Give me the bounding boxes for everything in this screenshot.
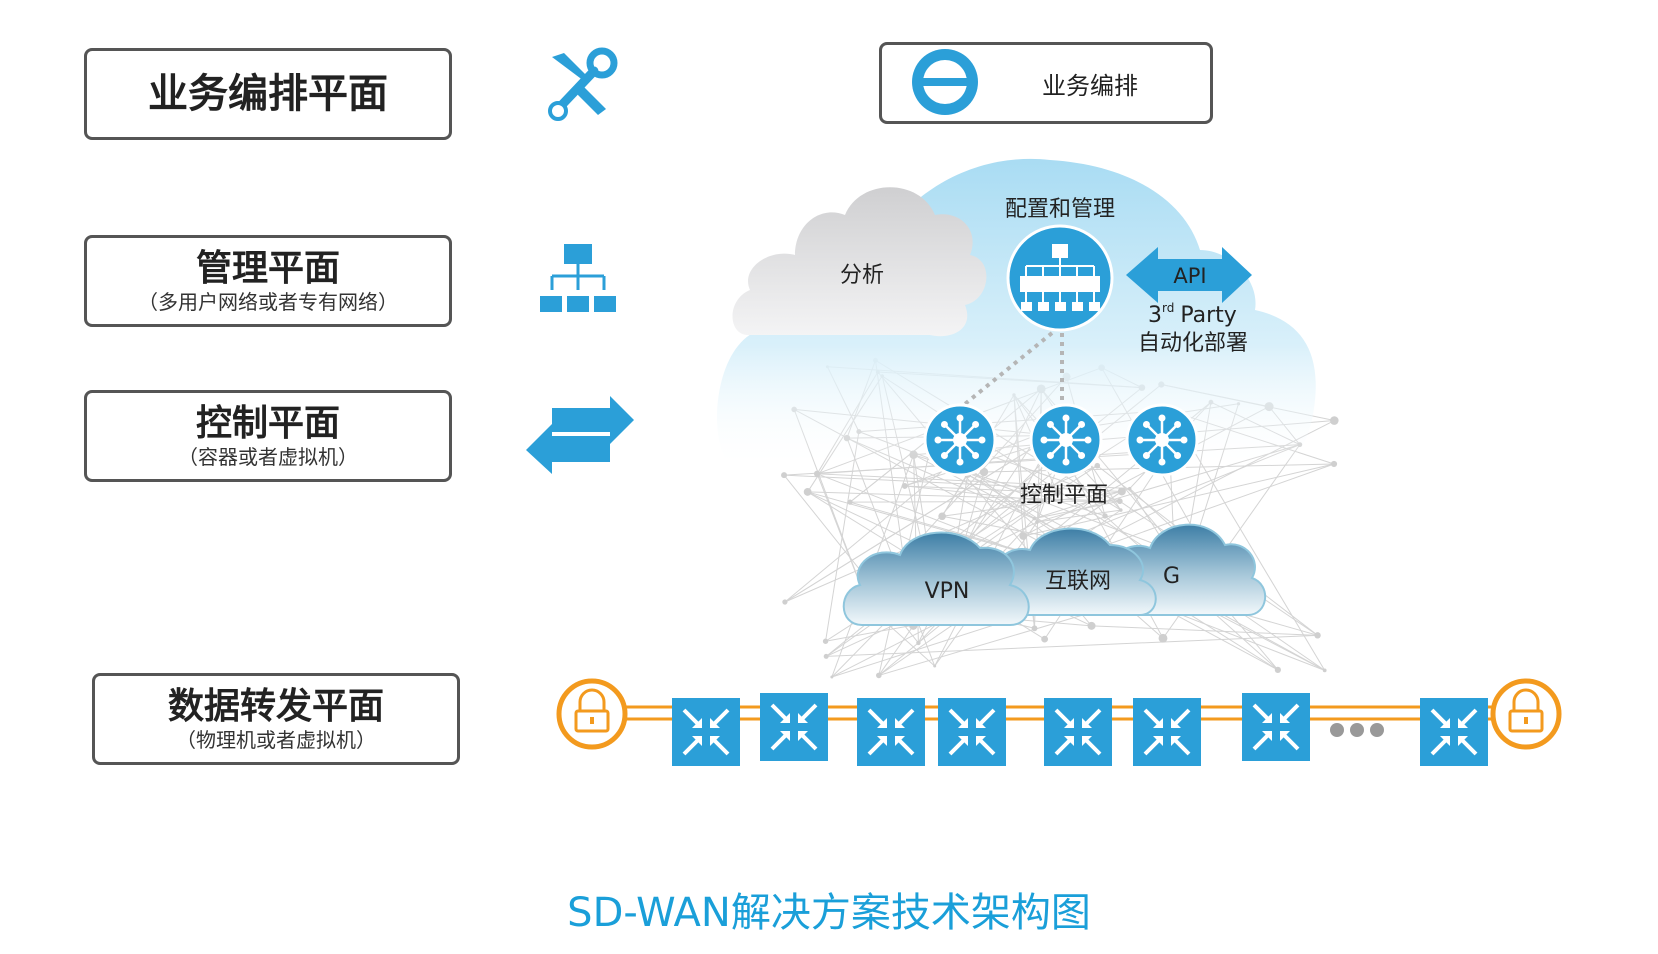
mesh-dot [916,640,921,646]
config-label: 配置和管理 [1005,197,1115,222]
management-node-icon [1006,224,1114,332]
mesh-dot [1019,532,1027,540]
mesh-dot [1330,416,1339,425]
switch-node-icon [857,698,925,766]
switch-node-icon [938,698,1006,766]
more-dots-icon [1330,723,1384,737]
mesh-dot [1031,625,1038,632]
mesh-dot [1102,513,1108,519]
plane-subtitle-management: （多用户网络或者专有网络） [138,289,398,314]
mesh-dot [1330,460,1338,468]
switch-node-icon [1044,698,1112,766]
automation-label: 自动化部署 [1138,331,1248,356]
mesh-dot [1116,498,1123,505]
plane-box-data: 数据转发平面 （物理机或者虚拟机） [92,673,460,765]
back-cloud-label: G [1163,564,1180,589]
analysis-cloud-shape [732,187,987,337]
mesh-dot [1087,621,1096,630]
mesh-line [784,474,1122,492]
mesh-dot [1041,635,1049,643]
internet-label: 互联网 [1045,569,1111,594]
mesh-dot [1039,498,1044,503]
mesh-dot [933,664,937,668]
mesh-dot [876,672,882,679]
mesh-dot [781,472,788,479]
lock-icon-right [1490,678,1562,750]
control-label: 控制平面 [1020,483,1108,508]
api-label: API [1173,264,1206,288]
mesh-dot [1322,668,1327,673]
mesh-dot [938,512,946,521]
mesh-line [1023,463,1335,537]
mesh-dot [830,675,834,679]
mesh-line [904,485,1058,494]
plane-title-data: 数据转发平面 [167,686,384,728]
switch-node-icon [672,698,740,766]
exchange-arrows-icon [526,396,634,474]
switch-node-icon [1420,698,1488,766]
third-party-word: Party [1180,303,1236,328]
vpn-cloud-shape [842,531,1030,626]
mesh-dot [1128,486,1132,491]
plane-subtitle-data: （物理机或者虚拟机） [176,727,376,752]
plane-title-management: 管理平面 [195,248,340,290]
orchestration-icon [912,49,978,115]
mesh-dot [822,638,829,644]
control-node-icon [1125,403,1199,477]
mesh-dot [1053,489,1061,497]
control-node-icon [1029,403,1103,477]
mesh-dot [1032,516,1036,521]
api-arrow-icon [1126,247,1252,303]
mesh-line [1034,488,1130,520]
mesh-dot [823,653,829,659]
tools-icon [548,47,618,121]
mesh-line [878,625,914,676]
config-cloud-shape [717,158,1316,470]
mesh-dot [1117,487,1126,496]
mesh-dot [1274,666,1281,673]
mesh-dot [901,482,908,489]
plane-title-control: 控制平面 [195,403,340,445]
mesh-dot [803,488,812,496]
dotted-link-left [958,331,1054,410]
mesh-dot [813,470,821,478]
mesh-dot [1314,632,1321,639]
third-party-num: 3 [1148,303,1162,328]
orchestration-label: 业务编排 [1042,72,1138,100]
mesh-dot [1158,633,1168,643]
mesh-dot [1118,508,1123,512]
analysis-label: 分析 [840,263,884,288]
mesh-line [942,490,1122,517]
mesh-dot [847,499,853,505]
vpn-label: VPN [925,579,970,604]
mesh-dot [782,599,788,605]
plane-subtitle-control: （容器或者虚拟机） [178,444,358,469]
mesh-line [850,500,1120,503]
lock-icon-left [556,678,628,750]
third-party-sup: rd [1162,301,1174,315]
third-party-label: 3rd Party [1148,301,1237,328]
plane-title-orchestration: 业务编排平面 [148,71,388,117]
plane-box-control: 控制平面 （容器或者虚拟机） [84,390,452,482]
hierarchy-icon [540,244,616,312]
switch-node-icon [1133,698,1201,766]
mesh-line [817,473,1130,490]
plane-box-management: 管理平面 （多用户网络或者专有网络） [84,235,452,327]
switch-node-icon [760,693,828,761]
mesh-dot [1035,520,1039,524]
control-node-icon [923,403,997,477]
mesh-line [904,485,1042,502]
diagram-caption: SD-WAN解决方案技术架构图 [567,890,1091,936]
mesh-line [1036,509,1121,523]
switch-node-icon [1242,693,1310,761]
plane-box-orchestration: 业务编排平面 [84,48,452,140]
